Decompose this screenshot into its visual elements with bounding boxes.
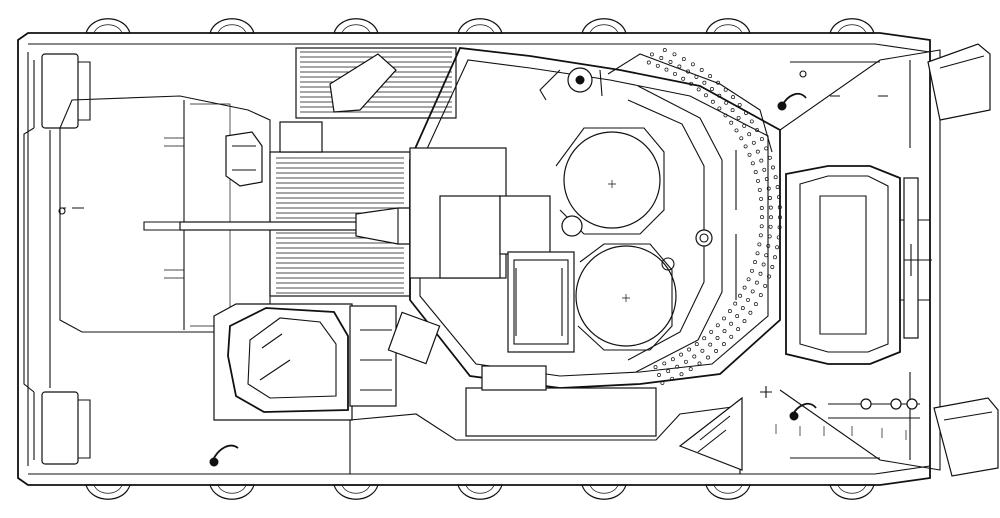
driver-seat-icon: [213, 303, 441, 421]
road-wheel: [209, 18, 255, 34]
front-hull: [779, 43, 999, 477]
road-wheels-bottom: [85, 484, 875, 500]
front-fittings: [760, 386, 920, 440]
road-wheel: [85, 484, 131, 500]
road-wheels-top: [85, 18, 875, 34]
turret-front-frame: [627, 85, 723, 373]
road-wheel: [457, 18, 503, 34]
exhaust-icon: [329, 53, 397, 113]
road-wheel: [333, 484, 379, 500]
road-wheel: [333, 18, 379, 34]
road-wheel: [457, 484, 503, 500]
turret-icon: [409, 47, 781, 389]
ammo-rack-icon: [507, 251, 575, 353]
hatch-icon: [225, 131, 263, 187]
road-wheel: [209, 484, 255, 500]
road-wheel: [705, 484, 751, 500]
road-wheel: [829, 484, 875, 500]
commander-cupola: [555, 127, 665, 235]
road-wheel: [829, 18, 875, 34]
driver-hatch: [785, 165, 932, 365]
periscope-icon: [279, 121, 323, 153]
road-wheel: [85, 18, 131, 34]
hook-icon: [209, 70, 888, 467]
rear-deck-plate: [349, 365, 743, 475]
hull-outline: [17, 32, 931, 486]
road-wheel: [581, 18, 627, 34]
gunner-cupola: [575, 243, 677, 351]
rear-compartment: [58, 95, 271, 333]
rivet-arc: [646, 48, 782, 385]
road-wheel: [705, 18, 751, 34]
turret-fittings: [539, 67, 713, 271]
road-wheel: [581, 484, 627, 500]
